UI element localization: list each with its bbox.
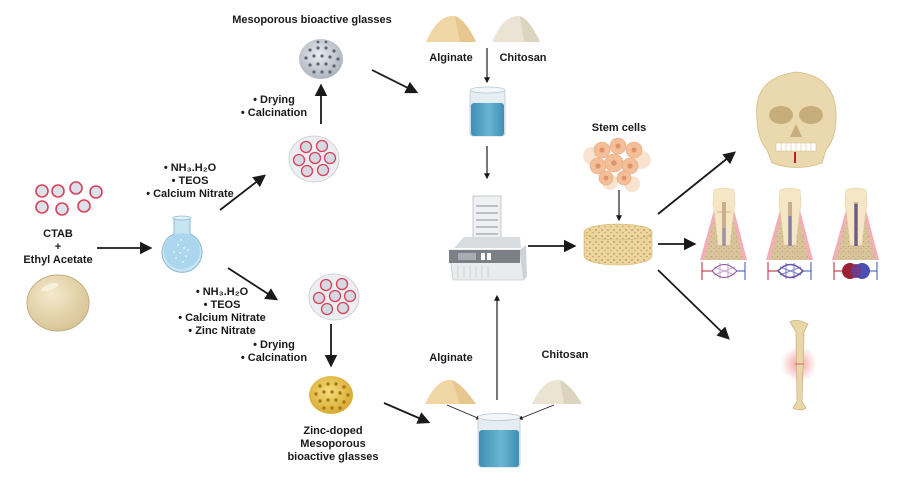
arrow-mbg-to-top-beaker xyxy=(371,69,419,94)
micelle xyxy=(51,184,65,198)
bottom-alginate-label: Alginate xyxy=(429,352,473,364)
tooth-stage-1 xyxy=(700,187,747,260)
label-line: + xyxy=(54,241,62,253)
reagent-item: • TEOS xyxy=(171,175,209,187)
upper-process-label: • Drying • Calcination xyxy=(234,94,314,120)
reagent-item: • Calcium Nitrate xyxy=(178,312,266,324)
reagent-item: • NH₃.H₂O xyxy=(163,162,217,174)
micelle xyxy=(55,202,69,216)
arrow-flask-to-upper-micelles xyxy=(219,174,266,211)
stem-cells-label: Stem cells xyxy=(591,122,647,134)
zinc-doped-mbg-label: Zinc-doped Mesoporous bioactive glasses xyxy=(278,425,388,464)
upper-micelle-dish xyxy=(288,135,340,183)
arrow-scaffold-to-bone xyxy=(657,269,730,340)
label-line: CTAB xyxy=(43,228,73,240)
freeze-dryer xyxy=(448,195,527,281)
arrow-zn-mbg-to-bottom-beaker xyxy=(383,402,431,424)
mesoporous-bioactive-glass-sphere xyxy=(299,39,343,79)
label-line: bioactive glasses xyxy=(287,451,379,463)
ctab-ethyl-acetate-label: CTAB + Ethyl Acetate xyxy=(20,228,96,267)
reagent-item: • NH₃.H₂O xyxy=(195,286,249,298)
process-step: • Calcination xyxy=(240,107,308,119)
arrow-bottom-alginate-to-beaker xyxy=(446,404,481,420)
vascular-network-3 xyxy=(833,262,878,280)
arrow-bottom-chitosan-to-beaker xyxy=(518,404,555,420)
zinc-doped-mbg-sphere xyxy=(309,376,353,414)
reagent-item: • Zinc Nitrate xyxy=(188,325,256,337)
vascular-network-2 xyxy=(767,262,812,280)
process-step: • Calcination xyxy=(240,352,308,364)
micelle xyxy=(77,199,91,213)
lower-process-label: • Drying • Calcination xyxy=(234,339,314,365)
lower-micelle-dish xyxy=(308,273,360,321)
lower-reagents-label: • NH₃.H₂O • TEOS • Calcium Nitrate • Zin… xyxy=(172,286,272,338)
porous-scaffold xyxy=(583,223,653,266)
label-line: Zinc-doped xyxy=(303,425,363,437)
stem-cells-cluster xyxy=(583,137,651,192)
bottom-chitosan-label: Chitosan xyxy=(541,349,589,361)
ctab-micelles xyxy=(35,181,103,216)
mbg-label: Mesoporous bioactive glasses xyxy=(232,14,392,26)
bottom-chitosan-powder xyxy=(532,379,582,404)
micelle xyxy=(89,185,103,199)
micelle xyxy=(69,181,83,195)
top-chitosan-powder xyxy=(492,15,540,42)
round-bottom-flask xyxy=(161,215,203,273)
long-bone-fracture xyxy=(781,320,817,411)
top-chitosan-label: Chitosan xyxy=(499,52,547,64)
process-step: • Drying xyxy=(253,339,295,351)
bottom-alginate-powder xyxy=(425,379,476,404)
process-step: • Drying xyxy=(253,94,295,106)
arrow-flask-to-lower-micelles xyxy=(227,267,279,301)
top-alginate-label: Alginate xyxy=(429,52,473,64)
arrow-scaffold-to-skull xyxy=(657,151,736,215)
top-alginate-powder xyxy=(426,15,476,42)
upper-reagents-label: • NH₃.H₂O • TEOS • Calcium Nitrate xyxy=(140,162,240,201)
label-line: Mesoporous xyxy=(300,438,366,450)
tooth-stage-3 xyxy=(832,187,879,260)
vascular-network-1 xyxy=(701,262,746,280)
micelle xyxy=(35,184,49,198)
top-beaker xyxy=(469,86,506,137)
ethyl-acetate-droplet xyxy=(26,274,90,332)
tooth-stage-2 xyxy=(766,187,813,260)
label-line: Ethyl Acetate xyxy=(23,254,93,266)
reagent-item: • Calcium Nitrate xyxy=(146,188,234,200)
micelle xyxy=(35,200,49,214)
reagent-item: • TEOS xyxy=(203,299,241,311)
skull-illustration xyxy=(756,71,837,168)
bottom-beaker xyxy=(477,413,521,468)
